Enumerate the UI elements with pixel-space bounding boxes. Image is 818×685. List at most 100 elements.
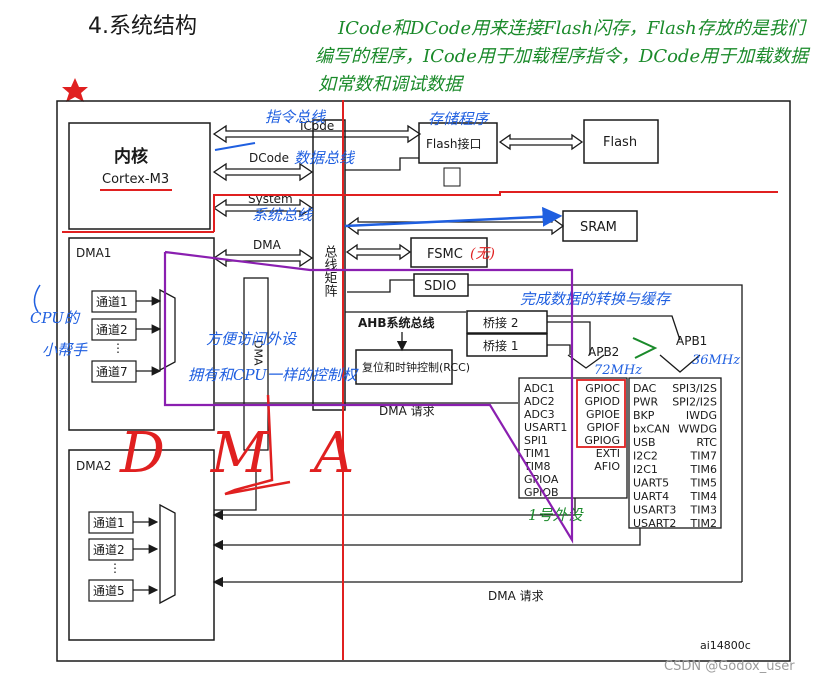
apb2-label: APB2: [588, 345, 619, 359]
apb1-peripherals: [628, 377, 722, 529]
ahb-label: AHB系统总线: [358, 315, 434, 330]
apb1-right-item: TIM2: [690, 517, 717, 530]
system-bus: [212, 198, 314, 218]
apb2-left-item: ADC1: [524, 382, 555, 395]
flash-label: Flash: [603, 135, 637, 150]
apb1-right-item: TIM6: [690, 463, 717, 476]
apb1-left-list: DACPWRBKPbxCANUSBI2C2I2C1UART5UART4USART…: [633, 382, 676, 530]
apb1-right-list: SPI3/I2SSPI2/I2SIWDGWWDGRTCTIM7TIM6TIM5T…: [672, 382, 717, 530]
flash-interface-block: [418, 122, 498, 164]
note-instruction-bus: 指令总线: [265, 108, 327, 126]
note-dma-control: 拥有和CPU一样的控制权: [188, 366, 359, 384]
note-dma-access: 方便访问外设: [206, 330, 298, 348]
dma1-channel-label: 通道1: [96, 295, 128, 309]
bus-matrix-label: 总线矩阵: [322, 245, 338, 297]
rcc-block: [355, 349, 453, 385]
bridge1-label: 桥接 1: [483, 338, 518, 353]
note-apb2-freq: 72MHz: [594, 363, 642, 378]
apb2-right-item: GPIOE: [586, 408, 620, 421]
apb1-right-item: TIM7: [690, 450, 717, 463]
handwritten-note-line-3: 如常数和调试数据: [318, 74, 465, 95]
apb1-left-item: bxCAN: [633, 423, 670, 436]
apb1-left-item: USART2: [633, 517, 676, 530]
watermark: CSDN @Godox_user: [664, 659, 795, 674]
apb1-label: APB1: [676, 334, 707, 348]
fsmc-block: [410, 237, 488, 268]
apb1-left-item: USB: [633, 436, 656, 449]
dma2-title: DMA2: [76, 459, 111, 473]
sram-link: [345, 216, 565, 236]
dma1-block: [68, 237, 215, 431]
apb2-left-item: GPIOA: [524, 473, 559, 486]
sram-label: SRAM: [580, 220, 617, 235]
note-store-program: 存储程序: [428, 110, 490, 128]
dma1-channel-label: 通道7: [96, 365, 128, 379]
dma-bus: [212, 248, 314, 268]
figure-id: ai14800c: [700, 639, 751, 652]
dma1-channel-label: 通道2: [96, 323, 128, 337]
flash-block: [583, 119, 659, 164]
bridge2-label: 桥接 2: [483, 315, 518, 330]
sdio-label: SDIO: [424, 279, 456, 294]
apb1-left-item: UART5: [633, 477, 669, 490]
handwritten-note-line-2: 编写的程序，ICode用于加载程序指令，DCode用于加载数据: [315, 46, 811, 67]
fsmc-label: FSMC: [427, 247, 463, 262]
apb2-left-item: SPI1: [524, 434, 548, 447]
dma1-channels: 通道1 通道2 通道7 ⋮: [91, 290, 162, 383]
apb2-right-item: GPIOF: [587, 421, 620, 434]
dma1-title: DMA1: [76, 246, 111, 260]
handwritten-note-line-1: ICode和DCode用来连接Flash闪存，Flash存放的是我们: [337, 18, 808, 39]
core-block: [68, 122, 211, 230]
apb1-left-item: I2C1: [633, 463, 658, 476]
note-dma-big: D M A: [119, 421, 368, 486]
apb1-left-item: DAC: [633, 382, 657, 395]
dma-internal-label: DMA: [252, 340, 265, 366]
flash-interface-label: Flash接口: [426, 136, 481, 151]
apb2-right-item: GPIOD: [584, 395, 620, 408]
apb1-right-item: SPI2/I2S: [672, 396, 717, 409]
apb2-right-item: AFIO: [594, 460, 620, 473]
dma2-mux: [159, 503, 176, 605]
apb1-right-item: TIM4: [690, 490, 717, 503]
note-data-bus: 数据总线: [294, 149, 356, 167]
star-icon: [62, 78, 88, 102]
dma-bus-label: DMA: [253, 238, 282, 252]
flash-link: [498, 133, 584, 151]
icode-bus: [212, 124, 422, 144]
dma2-channel-label: 通道2: [93, 543, 125, 557]
rcc-label: 复位和时钟控制(RCC): [362, 360, 470, 374]
apb2-left-item: USART1: [524, 421, 567, 434]
apb2-right-item: GPIOC: [585, 382, 620, 395]
apb2-left-item: GPIOB: [524, 486, 559, 499]
note-cpu-helper-1: CPU的: [30, 309, 81, 327]
apb1-right-item: IWDG: [686, 409, 717, 422]
dma2-ellipsis: ⋮: [109, 561, 121, 575]
dma-request-1: DMA 请求: [379, 404, 435, 418]
note-apb1-freq: 36MHz: [692, 353, 740, 368]
apb2-left-item: TIM1: [523, 447, 550, 460]
apb1-right-item: WWDG: [678, 423, 717, 436]
note-bridge: 完成数据的转换与缓存: [520, 290, 672, 308]
apb1-left-item: PWR: [633, 396, 659, 409]
note-system-bus: 系统总线: [252, 206, 314, 224]
dma2-channel-label: 通道5: [93, 584, 125, 598]
dma-request-2: DMA 请求: [488, 589, 544, 603]
apb2-left-item: ADC3: [524, 408, 555, 421]
apb1-left-item: BKP: [633, 409, 655, 422]
dma1-mux: [159, 288, 176, 372]
dcode-label: DCode: [249, 151, 289, 165]
bus-matrix-block: [312, 119, 346, 411]
apb1-right-item: RTC: [696, 436, 717, 449]
diagram-frame: [56, 100, 791, 662]
apb2-right-item: GPIOG: [584, 434, 620, 447]
core-name: Cortex-M3: [102, 172, 169, 187]
dma1-ellipsis: ⋮: [112, 341, 124, 355]
icode-label: ICode: [300, 119, 334, 133]
dcode-bus: [212, 162, 314, 182]
apb2-right-item: EXTI: [596, 447, 620, 460]
dma-path-highlight: [163, 250, 574, 544]
apb1-right-item: SPI3/I2S: [672, 382, 717, 395]
